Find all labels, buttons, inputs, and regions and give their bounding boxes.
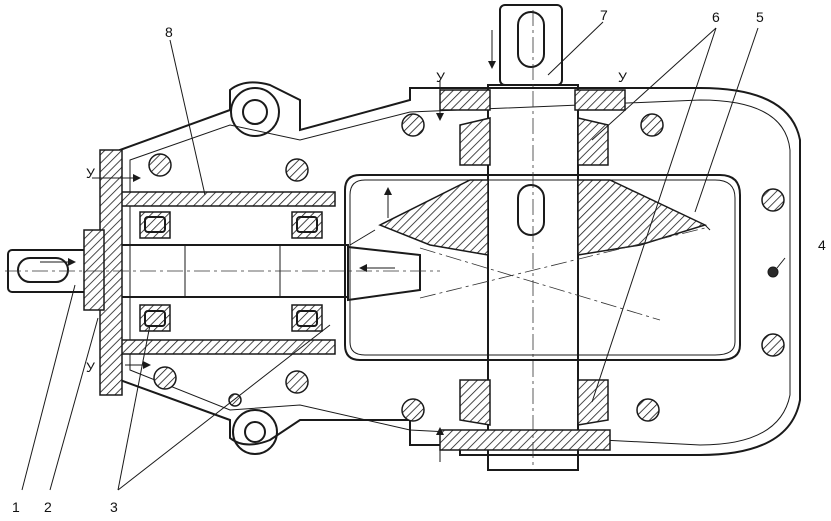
callout-1: 1 [12,499,20,515]
callout-5: 5 [756,9,764,25]
callout-3: 3 [110,499,118,515]
callout-6: 6 [712,9,720,25]
callout-7: 7 [600,7,608,23]
callout-2: 2 [44,499,52,515]
bevel-gear [349,179,711,256]
bearing-sleeve [83,149,336,396]
section-marks: У У У У [86,69,627,375]
center-lines [5,10,706,470]
leader-lines [21,21,786,491]
section-mark: У [86,359,95,375]
bolts [148,113,785,422]
callout-labels: 1 2 3 4 5 6 7 8 [12,7,826,515]
housing [119,81,801,456]
section-mark: У [618,69,627,85]
section-mark: У [436,69,445,85]
input-bearings [139,211,323,332]
callout-8: 8 [165,24,173,40]
callout-4: 4 [818,237,826,253]
oil-flow-arrows [40,30,496,462]
mounting-lugs [230,87,280,455]
drain-plug-icon [767,266,779,278]
section-mark: У [86,165,95,181]
input-shaft [7,244,421,302]
